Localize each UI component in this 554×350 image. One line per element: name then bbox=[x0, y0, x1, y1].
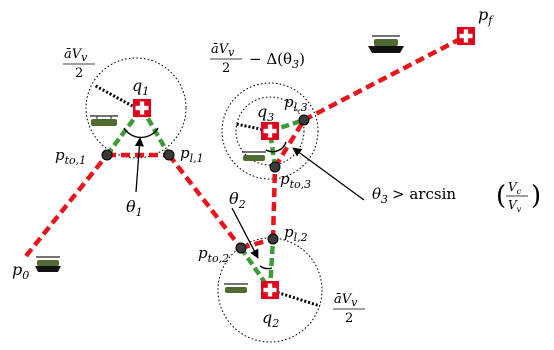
arrow-theta2 bbox=[231, 207, 259, 259]
label-p0: p0 bbox=[12, 260, 29, 282]
node-pl2 bbox=[267, 233, 279, 245]
radius-label-q3: āVv 2 − Δ(θ3) bbox=[210, 42, 305, 76]
waypoints bbox=[101, 114, 310, 254]
medical-cross-pf-icon bbox=[457, 27, 475, 45]
svg-text:Vv: Vv bbox=[508, 198, 522, 214]
svg-text:2: 2 bbox=[345, 311, 353, 326]
svg-text:āVv: āVv bbox=[64, 47, 88, 64]
helicopter-q1-icon bbox=[90, 115, 118, 126]
node-pto2 bbox=[235, 242, 247, 254]
label-pto1: pto,1 bbox=[55, 146, 86, 167]
label-theta2: θ2 bbox=[229, 189, 246, 211]
annotation-arrows bbox=[134, 137, 365, 259]
arrow-theta1 bbox=[134, 137, 144, 193]
svg-text:2: 2 bbox=[75, 66, 83, 81]
flight-path bbox=[24, 34, 468, 258]
circle-q1 bbox=[85, 57, 187, 159]
label-pto2: pto,2 bbox=[198, 244, 229, 265]
node-pto1 bbox=[101, 149, 113, 161]
theta3-condition: θ3> arcsin ( Vc Vv ) bbox=[372, 180, 541, 214]
label-pf: pf bbox=[478, 5, 494, 27]
radius-lines bbox=[93, 83, 321, 308]
medical-cross-q2-icon bbox=[261, 281, 279, 299]
path-pto2-pl2 bbox=[240, 236, 274, 251]
arc-theta2 bbox=[259, 265, 273, 270]
medical-cross-q1-icon bbox=[133, 99, 151, 117]
arrow-theta3 bbox=[292, 147, 365, 201]
helicopter-q2-icon bbox=[224, 283, 248, 293]
node-pto3 bbox=[269, 161, 281, 173]
svg-text:θ3> arcsin: θ3> arcsin bbox=[372, 185, 456, 206]
node-pl1 bbox=[163, 149, 175, 161]
label-theta1: θ1 bbox=[126, 197, 143, 219]
medical-cross-q3-icon bbox=[261, 122, 279, 140]
node-pl3 bbox=[298, 114, 310, 126]
path-pto3-pl3 bbox=[273, 118, 306, 169]
circle-q3-outer bbox=[221, 82, 319, 180]
label-q2: q2 bbox=[262, 308, 279, 330]
path-pl2-pto3 bbox=[270, 166, 278, 240]
leg-q2-pl2 bbox=[267, 238, 276, 291]
path-pl3-pf bbox=[302, 34, 468, 122]
label-q1: q1 bbox=[132, 76, 149, 98]
helicopter-q3-icon bbox=[242, 151, 266, 161]
label-pl3: pl,3 bbox=[284, 93, 308, 114]
svg-text:(: ( bbox=[496, 181, 506, 211]
label-pl2: pl,2 bbox=[284, 223, 308, 244]
ship-start-icon bbox=[35, 256, 61, 272]
svg-text:): ) bbox=[531, 181, 541, 211]
svg-text:āVv: āVv bbox=[211, 42, 235, 59]
ship-goal-icon bbox=[368, 35, 404, 53]
svg-text:− Δ(θ3): − Δ(θ3) bbox=[249, 50, 305, 71]
radius-label-q2: āVv 2 bbox=[333, 292, 365, 326]
label-q3: q3 bbox=[257, 102, 274, 124]
svg-text:Vc: Vc bbox=[508, 180, 522, 196]
path-p0-pto1 bbox=[24, 153, 109, 258]
path-pl1-pto2 bbox=[167, 153, 243, 250]
label-pl1: pl,1 bbox=[180, 144, 204, 165]
radius-line-q1 bbox=[93, 83, 137, 110]
radius-label-q1: āVv 2 bbox=[63, 47, 95, 81]
arc-theta3 bbox=[265, 141, 287, 153]
svg-text:āVv: āVv bbox=[334, 292, 358, 309]
svg-text:2: 2 bbox=[222, 61, 230, 76]
label-pto3: pto,3 bbox=[280, 170, 311, 191]
